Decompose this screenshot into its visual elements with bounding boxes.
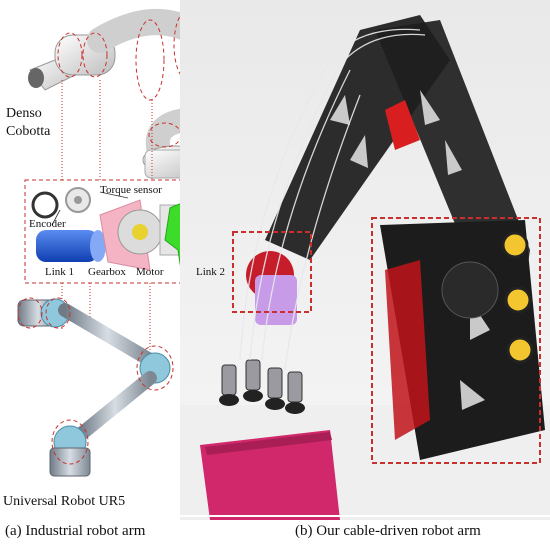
link1-label: Link 1 bbox=[45, 266, 75, 278]
encoder-ring bbox=[31, 191, 59, 219]
encoder-label: Encoder bbox=[29, 218, 66, 230]
gearbox-label: Gearbox bbox=[88, 266, 126, 278]
magenta-box bbox=[200, 430, 340, 520]
caption-left: (a) Industrial robot arm bbox=[5, 523, 146, 539]
highlight-box-base bbox=[371, 217, 541, 464]
denso-label-line1: Denso bbox=[6, 106, 42, 121]
caption-right: (b) Our cable-driven robot arm bbox=[295, 523, 481, 539]
highlight-box-joint bbox=[232, 231, 312, 313]
link2-label: Link 2 bbox=[196, 266, 226, 278]
denso-label-line2: Cobotta bbox=[6, 124, 51, 139]
ur5-illustration bbox=[17, 297, 174, 477]
ur5-label: Universal Robot UR5 bbox=[3, 494, 126, 509]
link1-part bbox=[36, 230, 98, 262]
cable-driven-robot-photo bbox=[180, 0, 550, 520]
torque-sensor-label: Torque sensor bbox=[100, 184, 162, 196]
motor-label: Motor bbox=[136, 266, 164, 278]
